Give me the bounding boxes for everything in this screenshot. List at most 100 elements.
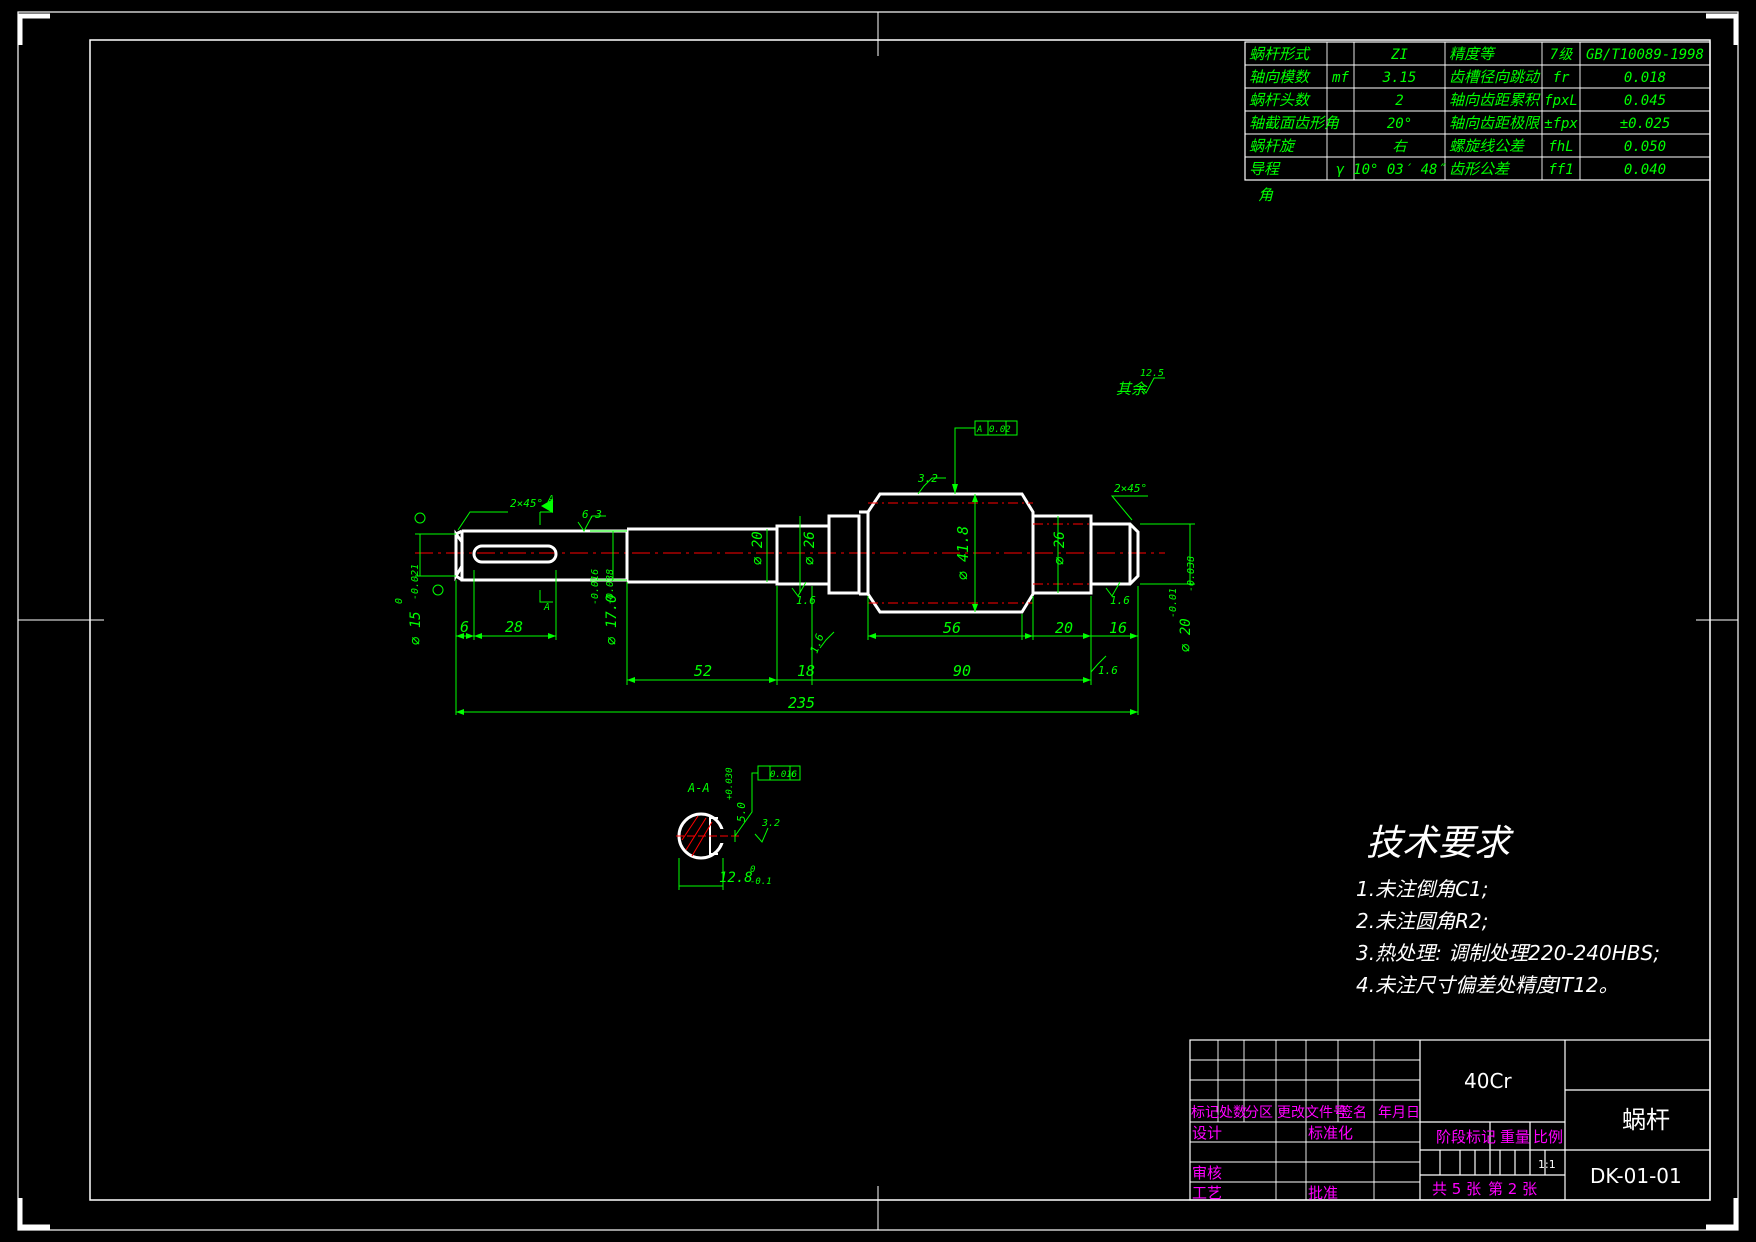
other-rough-label: 其余 <box>1116 380 1148 398</box>
dim-28: 28 <box>505 618 523 636</box>
other-rough-value: 12.5 <box>1140 368 1164 379</box>
section-hatch <box>681 815 713 857</box>
dim-d17: ∅ 17.0 <box>604 594 620 645</box>
param-cell-code: ±fpx <box>1544 116 1578 132</box>
label-check: 审核 <box>1192 1164 1222 1182</box>
param-cell-code: 7级 <box>1550 47 1573 63</box>
dim-d20b-tol-up: -0.01 <box>1168 588 1179 618</box>
dim-235: 235 <box>788 694 815 712</box>
param-cell-tol: 0.050 <box>1624 139 1666 155</box>
dim-d20a: ∅ 20 <box>750 531 766 565</box>
dimension-text: 6 28 52 18 90 56 20 16 235 2×45° 2×45° A… <box>394 368 1197 712</box>
mark-4: 更改文件号 <box>1277 1105 1347 1121</box>
rough-32: 3.2 <box>917 472 938 485</box>
inner-frame <box>89 39 1711 1201</box>
section-depth-tol-lo: -0.1 <box>750 877 772 887</box>
dim-52: 52 <box>694 662 712 680</box>
param-cell-tol: 0.040 <box>1624 162 1666 178</box>
param-cell-val: 10° 03′ 48″ <box>1353 162 1446 178</box>
label-design: 设计 <box>1192 1124 1222 1142</box>
tech-requirements: 技术要求 1.未注倒角C1; 2.未注圆角R2; 3.热处理: 调制处理220-… <box>1356 823 1660 997</box>
rough-16b: 1.6 <box>1110 594 1130 607</box>
pitch-lines <box>868 502 1091 604</box>
param-cell-tol: 0.045 <box>1624 93 1666 109</box>
label-stage: 阶段标记 <box>1436 1128 1496 1146</box>
corner-marks <box>17 13 1739 1230</box>
param-cell-item: 轴向齿距极限 <box>1449 114 1541 132</box>
param-cell-code: fpxL <box>1544 93 1578 109</box>
param-cell-name: 导程 <box>1249 160 1281 178</box>
mark-3: 分区 <box>1245 1105 1273 1121</box>
label-scale: 比例 <box>1533 1128 1563 1146</box>
param-cell-item: 螺旋线公差 <box>1449 137 1526 155</box>
param-cell-tol: ±0.025 <box>1620 116 1671 132</box>
part-name: 蜗杆 <box>1622 1106 1670 1134</box>
section-a-top: A <box>547 494 554 505</box>
dim-d20b-tol-lo: -0.038 <box>1186 556 1197 592</box>
outer-frame <box>17 11 1739 1231</box>
param-cell-sym: mf <box>1331 70 1349 86</box>
tech-line-1: 1.未注倒角C1; <box>1356 877 1489 901</box>
param-cell-name: 蜗杆头数 <box>1249 91 1311 109</box>
section-rough: 3.2 <box>761 818 780 829</box>
tech-title: 技术要求 <box>1366 823 1514 864</box>
section-view: A-A 12.8 0 -0.1 5.0 +0.030 0.016 C 3.2 <box>676 765 801 890</box>
param-cell-val: 20° <box>1387 116 1412 132</box>
scale-value: 1:1 <box>1538 1158 1556 1171</box>
dim-d17-tol-up: -0.016 <box>590 569 601 605</box>
param-cell-name: 蜗杆旋 <box>1249 137 1297 155</box>
dim-d17-tol-lo: -0.038 <box>605 569 616 605</box>
material: 40Cr <box>1464 1069 1512 1093</box>
section-title: A-A <box>687 781 710 795</box>
rough-16c: 1.6 <box>808 632 827 655</box>
tol-frame-ref: A <box>976 425 982 435</box>
dim-d20b: ∅ 20 <box>1178 618 1194 652</box>
arrowheads <box>456 484 1138 715</box>
worm-shaft-view: 6 28 52 18 90 56 20 16 235 2×45° 2×45° A… <box>394 368 1197 715</box>
section-frame: 0.016 <box>770 770 797 780</box>
param-cell-item: 精度等 <box>1449 45 1497 63</box>
rough-16a: 1.6 <box>796 594 816 607</box>
param-cell-tol: GB/T10089-1998 <box>1586 47 1704 63</box>
chamfer-left: 2×45° <box>510 497 543 510</box>
param-cell-sym: γ <box>1336 162 1345 178</box>
label-process: 工艺 <box>1192 1184 1222 1202</box>
section-depth-tol-up: 0 <box>750 865 755 875</box>
param-cell-val: ZI <box>1390 47 1408 63</box>
param-cell-name: 蜗杆形式 <box>1249 45 1311 63</box>
param-cell-name: 轴向模数 <box>1249 68 1311 86</box>
sheets-total: 共 5 张 <box>1432 1180 1481 1198</box>
dim-16: 16 <box>1109 619 1127 637</box>
rough-16d: 1.6 <box>1098 664 1118 677</box>
tech-line-4: 4.未注尺寸偏差处精度IT12。 <box>1356 973 1619 997</box>
tol-frame-value: 0.02 <box>989 425 1011 435</box>
section-frame-ref: C <box>791 770 797 780</box>
params-table: 蜗杆形式 ZI 精度等 7级 GB/T10089-1998 轴向模数 mf 3.15 齿槽径向跳… <box>1244 41 1711 204</box>
param-cell-code: fr <box>1553 70 1570 86</box>
dim-6: 6 <box>460 618 469 636</box>
dim-d15-tol-lo: -0.021 <box>410 564 421 600</box>
dimension-lines <box>414 377 1195 715</box>
dim-90: 90 <box>953 662 971 680</box>
param-cell-item: 轴向齿距累积 <box>1449 91 1541 109</box>
title-block: 40Cr 蜗杆 DK-01-01 标记 处数 分区 更改文件号 签名 年月日 设… <box>1189 1039 1711 1202</box>
param-cell-item: 齿形公差 <box>1449 160 1511 178</box>
section-width-tol: +0.030 <box>725 767 735 800</box>
dim-18: 18 <box>797 662 815 680</box>
chamfer-right: 2×45° <box>1114 482 1147 495</box>
dim-20: 20 <box>1055 619 1073 637</box>
section-depth: 12.8 <box>719 870 753 886</box>
dim-56: 56 <box>943 619 961 637</box>
tech-line-3: 3.热处理: 调制处理220-240HBS; <box>1356 941 1660 965</box>
param-cell-name: 轴截面齿形角 <box>1249 114 1340 132</box>
dim-d15-tol-up: 0 <box>394 598 405 604</box>
drawing-number: DK-01-01 <box>1590 1164 1682 1188</box>
mark-5: 签名 <box>1339 1104 1367 1121</box>
param-cell-code: fhL <box>1548 139 1573 155</box>
dim-d26b: ∅ 26 <box>1052 531 1068 565</box>
param-cell-val: 3.15 <box>1382 70 1417 86</box>
rough-63: 6.3 <box>582 508 602 521</box>
param-cell-item: 齿槽径向跳动 <box>1449 68 1541 86</box>
param-cell-tol: 0.018 <box>1624 70 1666 86</box>
